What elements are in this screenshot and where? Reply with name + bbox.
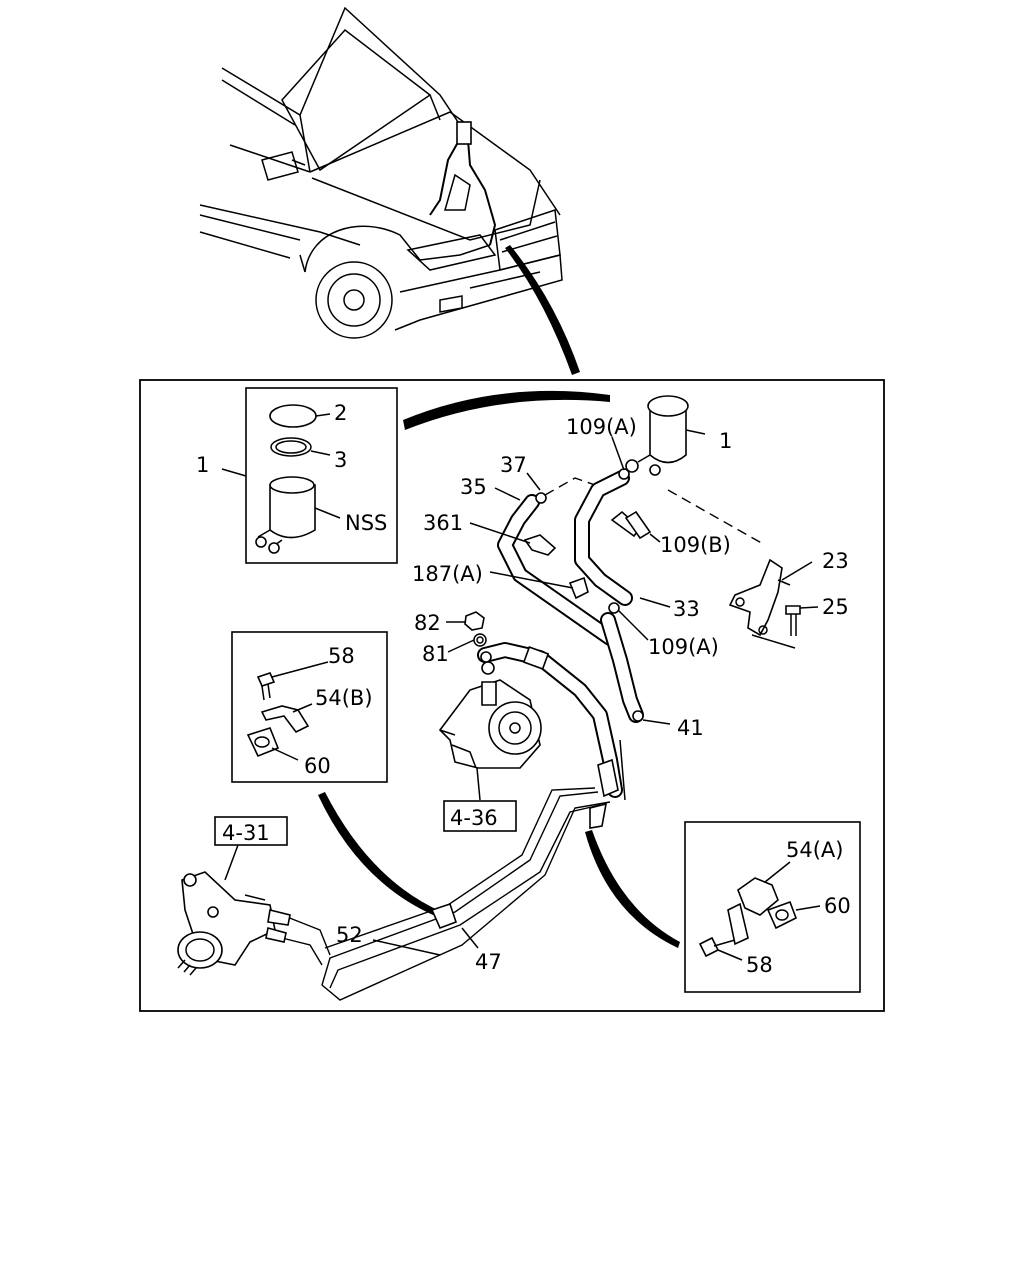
ref-box-4-36: [443, 800, 517, 832]
hose-clamps: [523, 468, 652, 722]
label-nss: NSS: [345, 511, 387, 535]
inset-clamp-54b: [231, 631, 388, 783]
pointer-arc-top: [403, 390, 610, 430]
part-labels: 1 2 3 NSS 109(A) 1 37 35 361 109(B) 23 1…: [196, 401, 851, 977]
label-361: 361: [423, 511, 463, 535]
label-1-main: 1: [719, 429, 732, 453]
label-82: 82: [414, 611, 441, 635]
label-23: 23: [822, 549, 849, 573]
label-81: 81: [422, 642, 449, 666]
label-109b: 109(B): [660, 533, 731, 557]
label-54b: 54(B): [315, 686, 373, 710]
ref-box-4-31: [214, 816, 288, 846]
main-frame: [139, 379, 885, 1012]
label-187a: 187(A): [412, 562, 483, 586]
power-steering-pump: [438, 611, 542, 801]
label-4-36: 4-36: [450, 806, 498, 830]
label-54a: 54(A): [786, 838, 843, 862]
label-1-inset: 1: [196, 453, 209, 477]
pointer-arc-left: [318, 792, 442, 918]
dashed-leader-clamp: [544, 477, 596, 496]
suction-hose: [497, 492, 618, 646]
pressure-lines: [269, 739, 626, 1001]
label-60-left: 60: [304, 754, 331, 778]
inset-reservoir-components: [245, 387, 398, 564]
label-33: 33: [673, 597, 700, 621]
label-60-right: 60: [824, 894, 851, 918]
label-25: 25: [822, 595, 849, 619]
label-2: 2: [334, 401, 347, 425]
reservoir-assembly: [625, 395, 706, 476]
label-109a-top: 109(A): [566, 415, 637, 439]
label-58-right: 58: [746, 953, 773, 977]
inset-clamp-54a: [684, 821, 861, 993]
dashed-leader-reservoir-bracket: [667, 489, 766, 546]
label-109a-bottom: 109(A): [648, 635, 719, 659]
label-47: 47: [475, 950, 502, 974]
pointer-arc-right: [585, 830, 680, 948]
label-58-left: 58: [328, 644, 355, 668]
label-35: 35: [460, 475, 487, 499]
label-37: 37: [500, 453, 527, 477]
vehicle-illustration: [199, 6, 580, 375]
bracket-23: [728, 558, 801, 649]
label-3: 3: [334, 448, 347, 472]
label-52: 52: [336, 923, 363, 947]
label-41: 41: [677, 716, 704, 740]
leader-lines: [221, 436, 819, 956]
return-hose: [574, 470, 633, 606]
steering-gear: [177, 844, 291, 976]
label-4-31: 4-31: [222, 821, 270, 845]
